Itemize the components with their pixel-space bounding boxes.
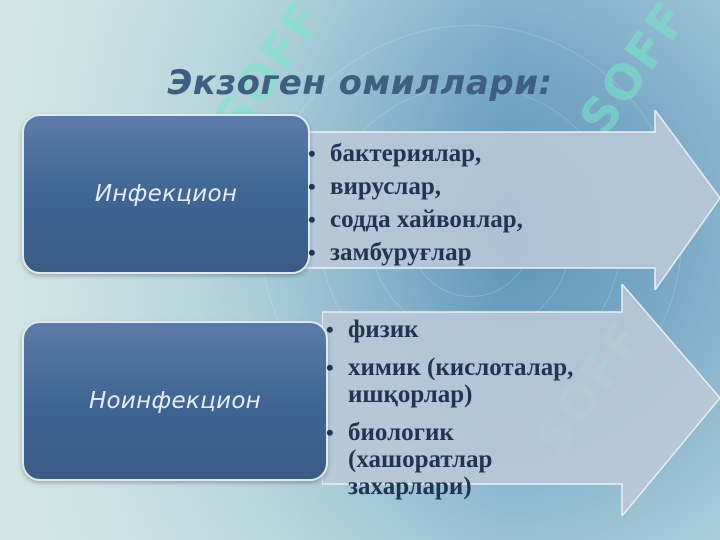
bullet-icon: • xyxy=(326,317,334,342)
infectious-list: •бактериялар, •вируслар, •содда хайвонла… xyxy=(306,137,626,269)
bullet-icon: • xyxy=(308,207,316,232)
noninfectious-list: •физик •химик (кислоталар, ишқорлар) •би… xyxy=(324,316,654,511)
bullet-icon: • xyxy=(308,141,316,166)
list-item: •химик (кислоталар, ишқорлар) xyxy=(326,354,574,408)
bullet-icon: • xyxy=(308,174,316,199)
list-item: •вируслар, xyxy=(306,170,626,203)
list-item: •биологик (хашоратлар захарлари) xyxy=(326,419,493,500)
slide-title: Экзоген омиллари: xyxy=(167,62,553,103)
list-item: •содда хайвонлар, xyxy=(306,203,626,236)
arrow-shape-infectious xyxy=(255,110,720,290)
bullet-icon: • xyxy=(326,420,334,445)
list-item: •физик xyxy=(326,316,419,343)
infectious-label: Инфекцион xyxy=(94,181,238,207)
noninfectious-box: Ноинфекцион xyxy=(22,321,328,481)
infectious-box: Инфекцион xyxy=(22,114,310,274)
list-item: •бактериялар, xyxy=(306,137,626,170)
list-item: •замбуруғлар xyxy=(306,236,626,269)
noninfectious-label: Ноинфекцион xyxy=(88,388,262,414)
bullet-icon: • xyxy=(326,355,334,380)
arrow-shape-noninfectious xyxy=(322,284,720,516)
bullet-icon: • xyxy=(308,240,316,265)
